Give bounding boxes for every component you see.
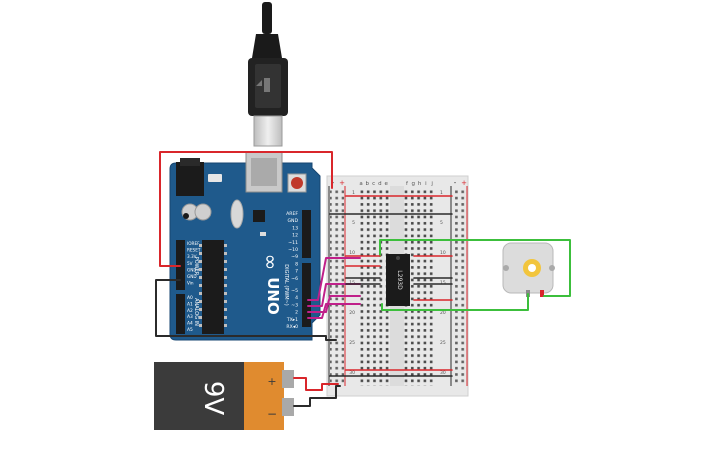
rail-sign-plus: + <box>461 179 467 187</box>
rail-sign-minus: - <box>332 179 335 187</box>
column-label: d <box>378 181 382 187</box>
power-pin-label: RESET <box>187 248 201 253</box>
power-pin-label: GND <box>187 274 197 279</box>
wire-pin4-to-ic[interactable] <box>307 283 361 307</box>
row-number: 20 <box>440 310 446 316</box>
digital-pin-label: 13 <box>292 225 298 231</box>
column-label: h <box>418 181 422 187</box>
analog-pin-label: A2 <box>187 308 193 314</box>
power-pin-label: Vin <box>187 281 194 286</box>
wire-pin2-to-ic[interactable] <box>307 303 361 319</box>
analog-header[interactable] <box>176 294 185 334</box>
wire-ic-to-motor-a[interactable] <box>379 239 571 297</box>
power-header-label: POWER <box>193 257 199 276</box>
column-label: f <box>406 181 409 187</box>
analog-pin-label: A0 <box>187 295 193 301</box>
battery-minus-label: − <box>267 407 277 421</box>
column-label: g <box>412 181 416 187</box>
row-number: 10 <box>440 250 446 256</box>
analog-pin-label: A3 <box>187 314 193 320</box>
ic-label: L293D <box>396 270 403 290</box>
arduino-logo: ∞ <box>259 254 283 271</box>
row-number: 1 <box>440 190 443 196</box>
column-label: b <box>366 181 370 187</box>
digital-header-top[interactable] <box>302 210 311 258</box>
row-number: 10 <box>349 250 355 256</box>
wire-pin5-to-ic[interactable] <box>307 257 361 301</box>
dc-motor[interactable] <box>502 242 555 297</box>
analog-pin-label: A1 <box>187 301 193 307</box>
digital-header-bottom[interactable] <box>302 263 311 327</box>
digital-pin-label: 8 <box>295 261 298 267</box>
column-label: i <box>425 181 427 187</box>
battery-voltage-label: 9V <box>198 381 228 416</box>
digital-pin-label: 2 <box>295 310 298 316</box>
usb-cable[interactable] <box>248 2 288 147</box>
arduino-uno-board[interactable]: ∞ UNO DIGITAL (PWM~) POWER ANALOG IN ARE… <box>169 151 321 341</box>
battery-9v[interactable]: 9V + − <box>154 362 294 430</box>
row-number: 5 <box>352 220 355 226</box>
row-number: 25 <box>349 340 355 346</box>
power-pin-label: GND <box>187 267 197 272</box>
rail-sign-minus: - <box>454 179 457 187</box>
l293d-motor-driver-ic[interactable]: L293D <box>386 254 410 306</box>
row-number: 30 <box>349 370 355 376</box>
digital-pin-label: ~3 <box>291 302 298 308</box>
power-pin-label: 3.3V <box>187 254 197 259</box>
digital-pin-label: ~9 <box>291 254 298 260</box>
wire-battery-plus[interactable] <box>293 377 339 391</box>
analog-pin-label: A4 <box>187 321 193 327</box>
analog-header-label: ANALOG IN <box>193 298 199 326</box>
digital-pin-label: ~10 <box>288 247 298 253</box>
column-label: j <box>430 181 433 187</box>
row-number: 25 <box>440 340 446 346</box>
digital-pin-label: GND <box>287 218 298 224</box>
row-number: 1 <box>352 190 355 196</box>
power-pin-label: 5V <box>187 261 193 266</box>
column-label: c <box>372 181 375 187</box>
column-label: e <box>385 181 389 187</box>
board-model-label: UNO <box>264 277 282 315</box>
digital-pin-label: ~5 <box>291 288 298 294</box>
digital-pin-label: ~11 <box>288 240 298 246</box>
dc-power-jack <box>176 162 204 196</box>
wire-battery-minus[interactable] <box>293 385 341 407</box>
power-header[interactable] <box>176 240 185 290</box>
digital-pin-label: 12 <box>292 233 298 239</box>
row-number: 30 <box>440 370 446 376</box>
digital-pin-label: AREF <box>286 211 298 217</box>
column-label: a <box>359 181 362 187</box>
atmega-chip <box>202 240 224 334</box>
wire-gnd-to-rail[interactable] <box>155 279 337 341</box>
wire-5v-to-rail[interactable] <box>159 151 333 267</box>
digital-pin-label: RX◂0 <box>286 324 298 330</box>
reset-button[interactable] <box>287 173 307 193</box>
rail-sign-plus: + <box>339 179 345 187</box>
digital-pin-label: ~6 <box>291 276 298 282</box>
wire-ic-to-motor-b[interactable] <box>381 293 529 311</box>
digital-pin-label: TX▸1 <box>286 317 298 323</box>
row-number: 20 <box>349 310 355 316</box>
digital-pin-label: 7 <box>295 269 298 275</box>
row-number: 5 <box>440 220 443 226</box>
digital-pin-label: 4 <box>295 295 298 301</box>
digital-pwm-label: DIGITAL (PWM~) <box>283 264 289 306</box>
row-number: 15 <box>440 280 446 286</box>
battery-plus-label: + <box>267 375 276 388</box>
analog-pin-label: A5 <box>187 327 193 333</box>
power-pin-label: IOREF <box>187 241 200 246</box>
